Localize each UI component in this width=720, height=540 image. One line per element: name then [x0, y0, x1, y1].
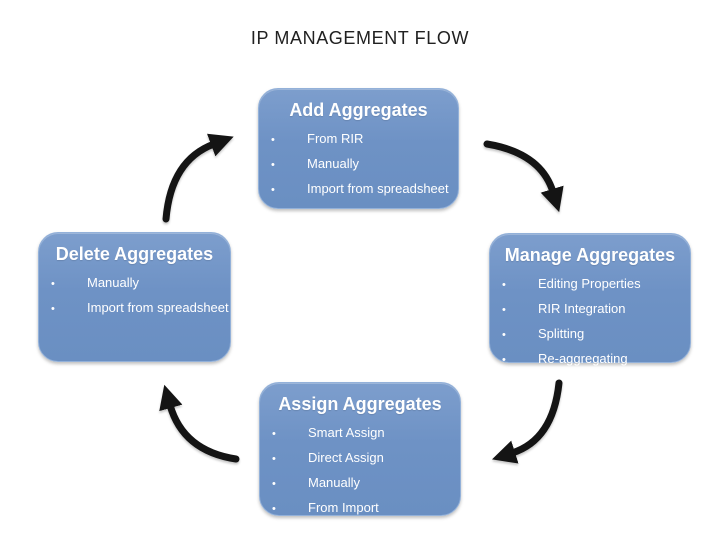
arrow-add-to-manage-icon: [483, 140, 564, 213]
bullet-icon: •: [502, 304, 506, 316]
flow-box-delete-aggregates: Delete Aggregates • Manually • Import from …: [38, 232, 231, 362]
flow-box-add-aggregates: Add Aggregates • From RIR • Manually • Import…: [258, 88, 459, 209]
bullet-icon: •: [51, 278, 55, 290]
bullet-item: • Manually: [39, 271, 230, 296]
box-list-delete-aggregates: • Manually • Import from spreadsheet: [39, 271, 230, 321]
bullet-label: Manually: [308, 475, 361, 490]
bullet-label: Manually: [307, 156, 360, 171]
arrow-assign-to-delete-icon: [159, 384, 240, 463]
arrow-delete-to-add-icon: [162, 133, 234, 223]
bullet-label: From RIR: [307, 131, 364, 146]
bullet-icon: •: [272, 453, 276, 465]
box-title-delete-aggregates: Delete Aggregates: [55, 244, 214, 264]
bullet-item: • Editing Properties: [490, 272, 690, 297]
bullet-icon: •: [271, 134, 275, 146]
box-title-add-aggregates: Add Aggregates: [289, 100, 428, 120]
bullet-icon: •: [272, 428, 276, 440]
bullet-icon: •: [502, 354, 506, 366]
bullet-label: Import from spreadsheet: [307, 181, 449, 196]
bullet-label: From Import: [308, 500, 379, 515]
box-title-assign-aggregates: Assign Aggregates: [278, 394, 442, 414]
bullet-label: Re-aggregating: [538, 351, 628, 366]
bullet-label: Editing Properties: [538, 276, 641, 291]
bullet-icon: •: [272, 503, 276, 515]
bullet-icon: •: [51, 303, 55, 315]
bullet-icon: •: [502, 279, 506, 291]
flow-box-assign-aggregates: Assign Aggregates • Smart Assign • Direct A…: [259, 382, 461, 516]
bullet-icon: •: [272, 478, 276, 490]
arrow-manage-to-assign-icon: [491, 379, 563, 464]
bullet-item: • From RIR: [259, 127, 458, 152]
page-title: IP MANAGEMENT FLOW: [250, 28, 470, 48]
bullet-item: • Direct Assign: [260, 446, 460, 471]
bullet-item: • Manually: [259, 152, 458, 177]
bullet-icon: •: [271, 184, 275, 196]
box-list-assign-aggregates: • Smart Assign • Direct Assign • Manually • Fro…: [260, 421, 460, 521]
bullet-item: • Import from spreadsheet: [39, 296, 230, 321]
bullet-icon: •: [502, 329, 506, 341]
flow-box-manage-aggregates: Manage Aggregates • Editing Properties • RI…: [489, 233, 691, 366]
box-title-manage-aggregates: Manage Aggregates: [504, 245, 676, 265]
bullet-item: • From Import: [260, 496, 460, 521]
bullet-label: Manually: [87, 275, 140, 290]
bullet-item: • Manually: [260, 471, 460, 496]
bullet-item: • Splitting: [490, 322, 690, 347]
box-list-add-aggregates: • From RIR • Manually • Import from spreadshe…: [259, 127, 458, 202]
box-list-manage-aggregates: • Editing Properties • RIR Integration • Spli…: [490, 272, 690, 372]
bullet-item: • Re-aggregating: [490, 347, 690, 372]
bullet-label: Import from spreadsheet: [87, 300, 229, 315]
bullet-item: • Smart Assign: [260, 421, 460, 446]
bullet-label: Direct Assign: [308, 450, 384, 465]
bullet-icon: •: [271, 159, 275, 171]
bullet-label: Smart Assign: [308, 425, 385, 440]
bullet-item: • Import from spreadsheet: [259, 177, 458, 202]
bullet-label: RIR Integration: [538, 301, 626, 316]
bullet-item: • RIR Integration: [490, 297, 690, 322]
bullet-label: Splitting: [538, 326, 585, 341]
